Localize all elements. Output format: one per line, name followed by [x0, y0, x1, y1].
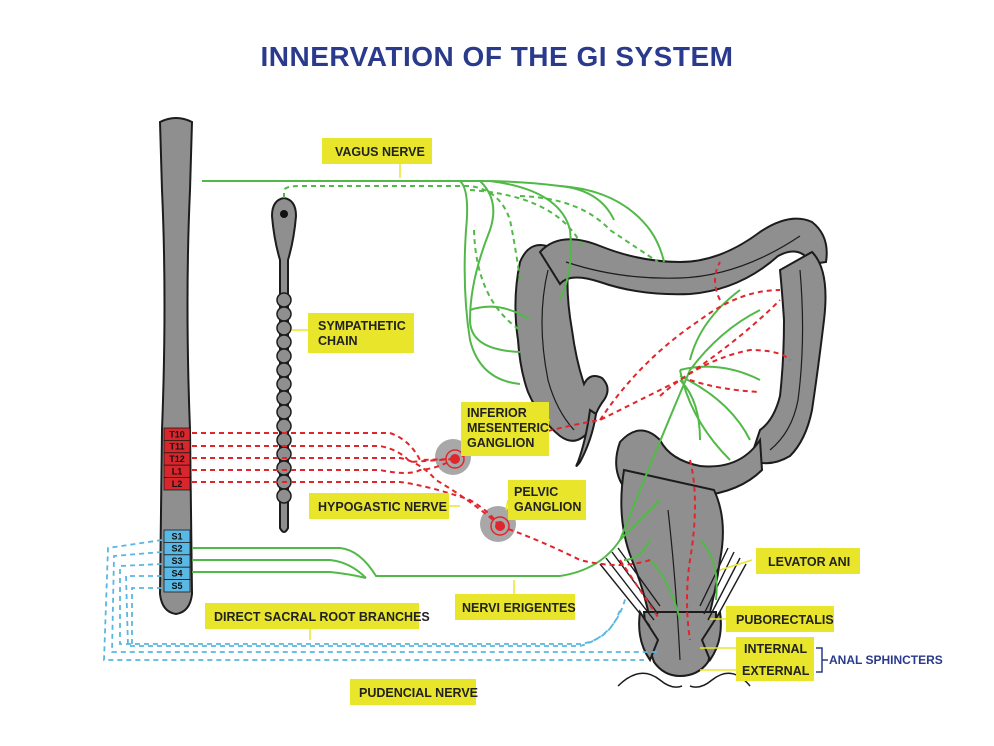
svg-text:MESENTERIC: MESENTERIC: [467, 421, 549, 435]
label-internal-sphincter: INTERNAL: [736, 637, 814, 659]
label-nervi-erigentes: NERVI ERIGENTES: [455, 594, 576, 620]
chain-ganglion-bead: [276, 390, 292, 406]
thoracolumbar-segment-label: T11: [169, 442, 184, 452]
svg-text:NERVI ERIGENTES: NERVI ERIGENTES: [462, 601, 576, 615]
chain-ganglion-bead: [276, 320, 292, 336]
label-direct-sacral-root-branches: DIRECT SACRAL ROOT BRANCHES: [205, 603, 430, 629]
svg-text:HYPOGASTIC NERVE: HYPOGASTIC NERVE: [318, 500, 447, 514]
sacral-segment-label: S5: [171, 581, 182, 591]
descending-colon: [748, 250, 827, 465]
sacral-segment-s5: [163, 579, 191, 593]
svg-text:VAGUS NERVE: VAGUS NERVE: [335, 145, 425, 159]
svg-text:INTERNAL: INTERNAL: [744, 642, 808, 656]
sacral-segment-label: S2: [171, 544, 182, 554]
chain-ganglion-bead: [276, 348, 292, 364]
anal-sphincters-bracket: ANAL SPHINCTERS: [816, 647, 943, 673]
thoracolumbar-segment-label: L2: [172, 479, 183, 489]
thoracolumbar-segment-l2: [163, 477, 191, 491]
svg-text:GANGLION: GANGLION: [514, 500, 581, 514]
label-vagus-nerve: VAGUS NERVE: [322, 138, 432, 164]
thoracolumbar-segment-label: T12: [169, 454, 185, 464]
page-title: INNERVATION OF THE GI SYSTEM: [261, 41, 734, 72]
label-levator-ani: LEVATOR ANI: [756, 548, 860, 574]
svg-text:INFERIOR: INFERIOR: [467, 406, 527, 420]
svg-text:CHAIN: CHAIN: [318, 334, 358, 348]
chain-ganglion-bead: [276, 460, 292, 476]
chain-ganglion-bead: [276, 334, 292, 350]
colon: [514, 217, 828, 678]
sympathetic-chain: [270, 196, 298, 533]
chain-ganglion-bead: [276, 376, 292, 392]
svg-text:PUBORECTALIS: PUBORECTALIS: [736, 613, 834, 627]
sacral-segment-label: S1: [171, 531, 182, 541]
sympathetic-fibers: [192, 261, 791, 641]
sacral-segment-label: S3: [171, 556, 182, 566]
chain-ganglion-bead: [276, 432, 292, 448]
thoracolumbar-segment-label: L1: [172, 467, 183, 477]
svg-text:PELVIC: PELVIC: [514, 485, 558, 499]
label-pudencial-nerve: PUDENCIAL NERVE: [350, 679, 478, 705]
sacral-segment-label: S4: [171, 569, 182, 579]
chain-ganglion-bead: [276, 306, 292, 322]
somatic-fibers: [103, 539, 660, 661]
chain-ganglion-bead: [276, 418, 292, 434]
label-sympathetic-chain: SYMPATHETIC CHAIN: [308, 313, 414, 353]
label-leaders: [292, 155, 753, 671]
chain-top-dot: [280, 210, 288, 218]
svg-text:EXTERNAL: EXTERNAL: [742, 664, 810, 678]
label-external-sphincter: EXTERNAL: [736, 659, 814, 681]
chain-ganglion-bead: [276, 292, 292, 308]
svg-text:ANAL SPHINCTERS: ANAL SPHINCTERS: [829, 653, 943, 667]
vagus-nerve-fibers: [202, 180, 665, 385]
chain-ganglion-bead: [276, 362, 292, 378]
nervi-erigentes-fibers: [192, 289, 761, 621]
chain-ganglion-bead: [276, 488, 292, 504]
svg-text:DIRECT SACRAL ROOT BRANCHES: DIRECT SACRAL ROOT BRANCHES: [214, 610, 430, 624]
svg-text:GANGLION: GANGLION: [467, 436, 534, 450]
svg-text:SYMPATHETIC: SYMPATHETIC: [318, 319, 406, 333]
thoracolumbar-segment-label: T10: [169, 429, 185, 439]
label-puborectalis: PUBORECTALIS: [726, 606, 834, 632]
transverse-colon: [538, 217, 828, 296]
label-hypogastric-nerve: HYPOGASTIC NERVE: [309, 493, 449, 519]
chain-ganglion-bead: [276, 404, 292, 420]
label-inferior-mesenteric-ganglion: INFERIOR MESENTERIC GANGLION: [461, 402, 549, 456]
svg-text:PUDENCIAL NERVE: PUDENCIAL NERVE: [359, 686, 478, 700]
label-pelvic-ganglion: PELVIC GANGLION: [508, 480, 586, 520]
svg-text:LEVATOR ANI: LEVATOR ANI: [768, 555, 850, 569]
